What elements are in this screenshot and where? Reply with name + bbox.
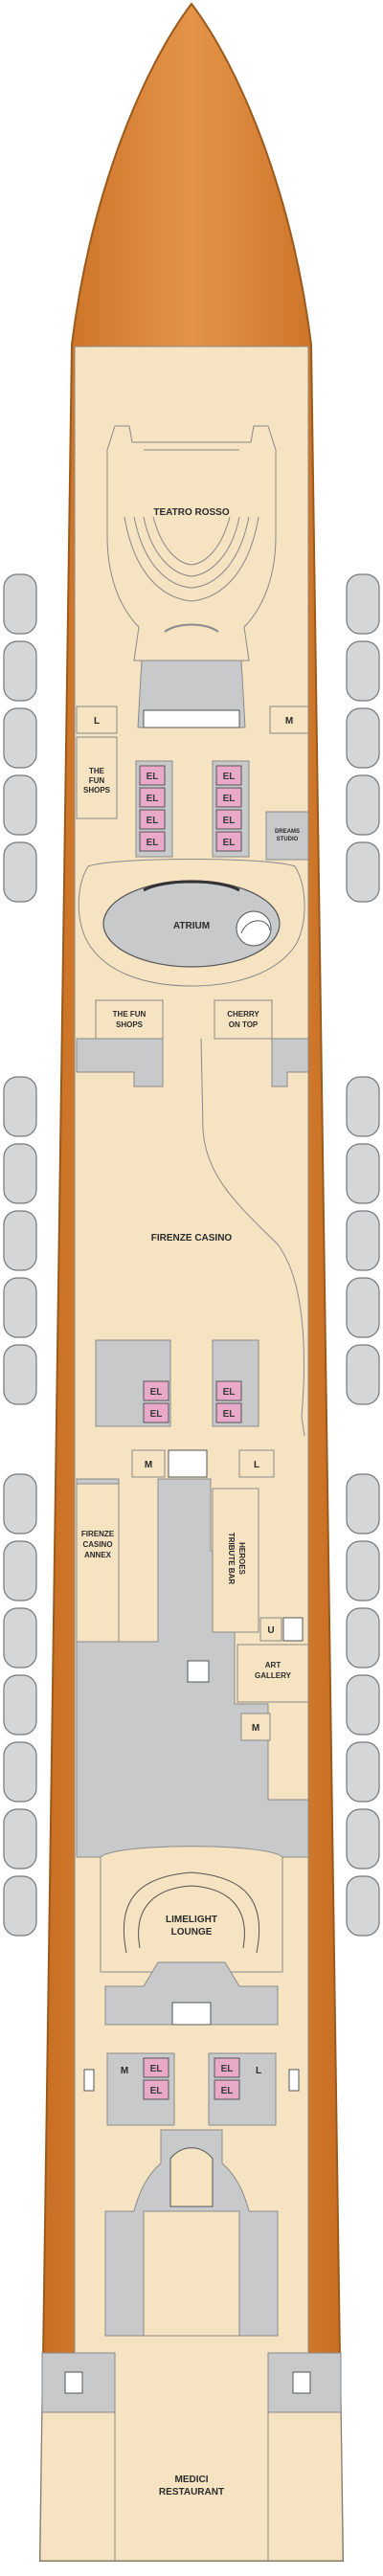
casino-entry-gray-starboard: [271, 1038, 309, 1087]
elevator-bank-forward: [135, 760, 250, 858]
limelight-lounge: [100, 1846, 283, 1973]
restroom-ladies-upper: [76, 706, 118, 734]
limelight-line2: LOUNGE: [171, 1927, 213, 1938]
atrium-stairs: [143, 880, 240, 892]
restroom-unisex: [259, 1617, 282, 1642]
restroom-ladies-upper-label: L: [94, 716, 100, 727]
restroom-ladies-mid: [238, 1449, 275, 1478]
dreams-studio: [265, 811, 309, 861]
medici-line1: MEDICI: [175, 2475, 209, 2485]
firenze-casino-label: FIRENZE CASINO: [151, 1233, 233, 1243]
medici-staircase: [169, 2147, 214, 2207]
fun-shops-upper-line3: SHOPS: [83, 786, 111, 795]
dreams-studio-line1: DREAMS: [275, 829, 300, 835]
fun-shops-lower-line1: THE FUN: [113, 1010, 146, 1019]
elevator-label-f7: EL: [223, 816, 236, 826]
elevator-label-a4: EL: [221, 2086, 234, 2096]
lifeboats-port: [3, 573, 37, 1937]
elevator-label-f4: EL: [146, 838, 159, 848]
heroes-tribute-line2: TRIBUTE BAR: [227, 1533, 236, 1584]
annex-floor: [76, 1483, 120, 1643]
heroes-stair: [282, 1617, 304, 1642]
restroom-mens-aft-label: M: [121, 2066, 128, 2076]
art-gallery-line1: ART: [265, 1661, 282, 1669]
elevator-label-a3: EL: [221, 2064, 234, 2074]
casino-annex-line3: ANNEX: [84, 1551, 112, 1559]
cherry-on-top-line1: CHERRY: [227, 1010, 259, 1019]
cherry-on-top: [214, 999, 273, 1040]
elevator-label-f1: EL: [146, 772, 159, 782]
elevator-label-m2: EL: [150, 1409, 163, 1420]
limelight-line1: LIMELIGHT: [166, 1915, 217, 1925]
fun-shops-upper-line2: FUN: [89, 776, 105, 785]
cherry-on-top-line2: ON TOP: [229, 1020, 259, 1029]
mid-stair: [168, 1449, 208, 1478]
art-gallery: [237, 1644, 309, 1703]
fun-shops-lower-line2: SHOPS: [116, 1020, 144, 1029]
elevator-label-a1: EL: [150, 2064, 163, 2074]
limelight-ring-inner: [138, 1885, 245, 1949]
limelight-stage-gray: [104, 1961, 279, 2026]
dreams-studio-line2: STUDIO: [277, 837, 299, 842]
art-gallery-line2: GALLERY: [255, 1671, 292, 1680]
restroom-unisex-label: U: [267, 1625, 274, 1636]
elevator-label-f5: EL: [223, 772, 236, 782]
elevator-label-m3: EL: [223, 1387, 236, 1398]
atrium-label: ATRIUM: [173, 921, 210, 931]
restroom-mens-upper-label: M: [285, 716, 293, 727]
teatro-rosso-area: [106, 425, 277, 661]
atrium-spiral-stair: [236, 910, 272, 947]
aft-stair-icon-starboard: [292, 2371, 311, 2394]
elevator-label-f6: EL: [223, 794, 236, 804]
aft-side-stair-port: [83, 2069, 95, 2092]
casino-entry-gray-port: [76, 1038, 164, 1087]
fun-shops-upper: [76, 736, 118, 819]
heroes-tribute-bar: [212, 1488, 259, 1633]
limelight-ring-outer: [123, 1871, 260, 1954]
elevator-label-f8: EL: [223, 838, 236, 848]
restroom-mens-mid-label: M: [145, 1460, 152, 1470]
medici-line2: RESTAURANT: [159, 2487, 224, 2498]
aft-stair-icon-port: [64, 2371, 83, 2394]
lifeboats-starboard: [346, 573, 380, 1937]
medici-hall: [143, 2210, 240, 2337]
heroes-tribute-line1: HEROES: [237, 1542, 246, 1575]
restroom-ladies-aft-label: L: [256, 2066, 261, 2076]
teatro-rosso-label: TEATRO ROSSO: [153, 507, 229, 518]
elevator-bank-mid: [143, 1380, 242, 1423]
heroes-tribute-bar-label: HEROES TRIBUTE BAR: [227, 1533, 246, 1584]
gallery-stair: [187, 1660, 210, 1683]
elevator-label-f3: EL: [146, 816, 159, 826]
limelight-stair: [171, 2002, 212, 2026]
fun-shops-upper-line1: THE: [89, 767, 105, 775]
elevator-label-m4: EL: [223, 1409, 236, 1420]
elevator-label-a2: EL: [150, 2086, 163, 2096]
elevator-label-m1: EL: [150, 1387, 163, 1398]
casino-annex-line2: CASINO: [82, 1540, 112, 1549]
restroom-mens-gallery: [240, 1713, 271, 1741]
elevator-bank-aft: [143, 2057, 240, 2100]
theater-stair: [143, 709, 240, 728]
casino-annex-line1: FIRENZE: [81, 1530, 115, 1538]
aft-side-stair-starboard: [288, 2069, 300, 2092]
elevator-label-f2: EL: [146, 794, 159, 804]
fun-shops-lower: [95, 999, 164, 1040]
restroom-ladies-mid-label: L: [254, 1460, 259, 1470]
restroom-mens-gallery-label: M: [252, 1723, 259, 1734]
restroom-mens-upper: [269, 706, 309, 734]
casino-path-line: [200, 1038, 305, 1437]
restroom-mens-mid: [131, 1449, 166, 1478]
